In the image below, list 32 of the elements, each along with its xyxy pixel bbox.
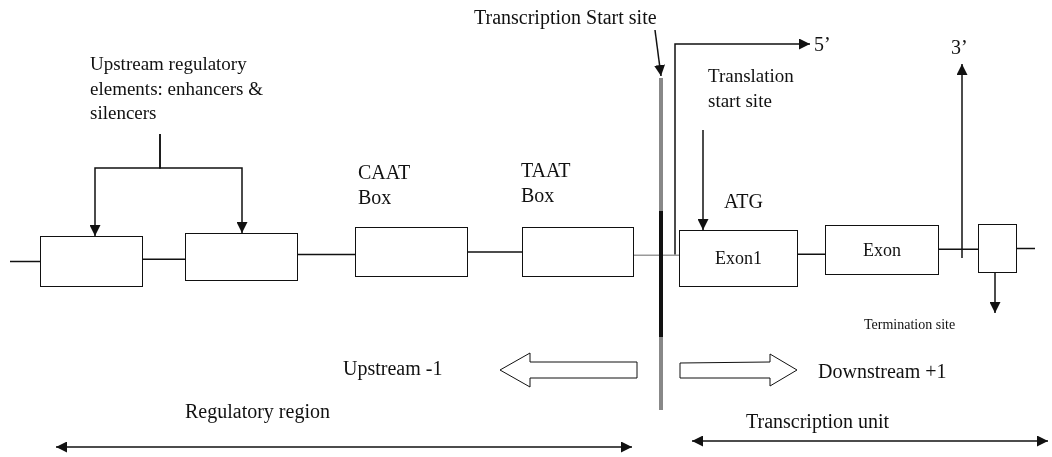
annotation-text: Upstream regulatory elements: enhancers & silencers	[90, 52, 286, 127]
region-label: Transcription unit	[746, 410, 890, 433]
region-label: Regulatory region	[185, 400, 330, 423]
dna-strand-line	[938, 248, 979, 250]
arrow	[674, 38, 811, 256]
box-label: Exon1	[715, 248, 762, 269]
box-label: Exon	[863, 239, 901, 261]
region-label: Upstream -1	[343, 357, 443, 380]
dna-strand-line	[633, 254, 680, 256]
promoter-element-box	[40, 236, 143, 287]
region-label: Downstream +1	[818, 360, 947, 383]
box-label: ATG	[724, 189, 764, 214]
dna-strand-line	[9, 260, 41, 263]
arrow	[989, 272, 1001, 314]
dna-strand-line	[797, 253, 826, 255]
arrow	[697, 129, 709, 231]
annotation-text: Translation start site	[708, 64, 808, 114]
promoter-element-box	[978, 224, 1017, 273]
arrow	[956, 63, 968, 259]
arrow	[654, 29, 666, 77]
annotation-text: Transcription Start site	[474, 4, 657, 30]
arrow	[159, 133, 248, 234]
box-label: TAAT Box	[521, 158, 572, 208]
annotation-text: 5’	[814, 31, 831, 57]
exon-box	[825, 225, 939, 275]
dna-strand-line	[142, 258, 186, 260]
box-label: CAAT Box	[358, 160, 411, 210]
annotation-text: 3’	[951, 34, 968, 60]
annotation-text: Termination site	[864, 316, 956, 335]
dna-strand-line	[297, 253, 356, 256]
dna-strand-line	[467, 251, 523, 253]
promoter-element-box	[185, 233, 298, 281]
